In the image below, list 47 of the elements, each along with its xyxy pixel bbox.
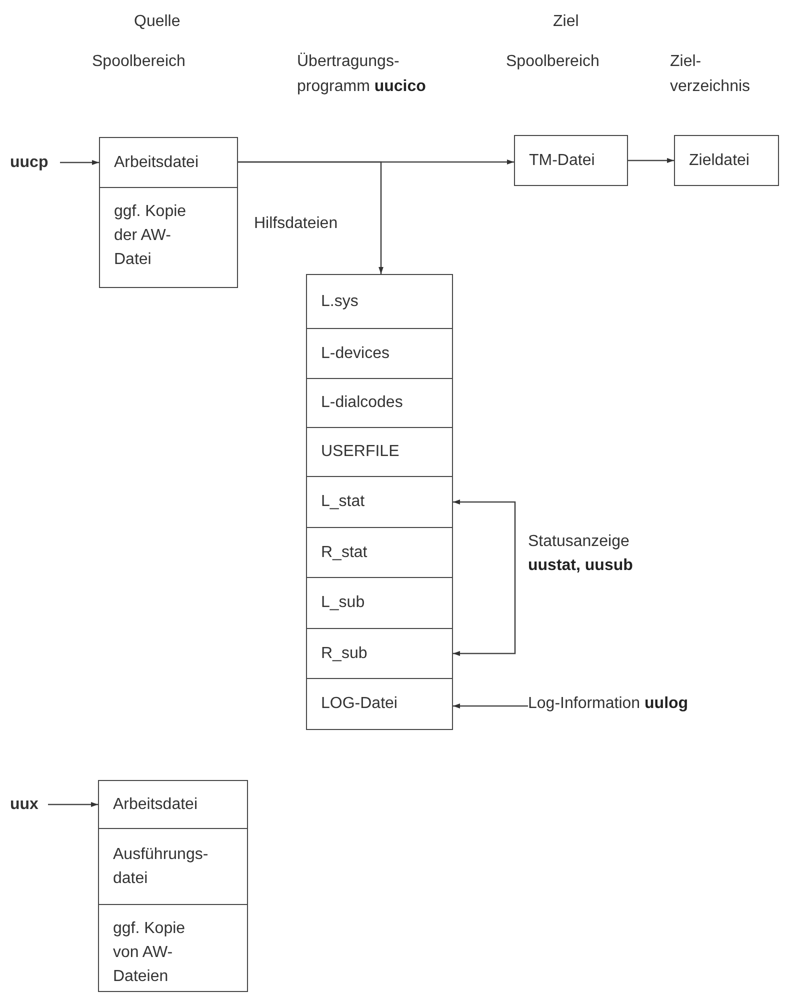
file-box: [306, 274, 453, 329]
file-name: L_stat: [321, 492, 365, 512]
column-heading: Spoolbereich: [92, 52, 186, 72]
file-box: [306, 628, 453, 679]
file-box: [98, 780, 248, 829]
file-name: LOG-Datei: [321, 694, 398, 714]
file-name: R_stat: [321, 542, 368, 562]
file-name: Arbeitsdatei: [113, 794, 198, 814]
file-name: L_sub: [321, 593, 365, 613]
file-box: [98, 904, 248, 992]
file-box: [306, 577, 453, 629]
file-name: ggf. Kopie von AW- Dateien: [113, 919, 186, 987]
arrow: [238, 161, 384, 274]
file-box: [674, 135, 779, 186]
file-name: TM-Datei: [529, 150, 595, 170]
file-box: [98, 828, 248, 905]
arrow: [453, 704, 528, 708]
column-heading: Quelle: [134, 12, 182, 32]
file-name: Arbeitsdatei: [114, 152, 198, 172]
file-box: [514, 135, 628, 186]
file-name: L.sys: [321, 292, 358, 312]
column-heading: Ziel: [553, 12, 580, 32]
program-name: uux: [10, 793, 38, 817]
column-heading: Spoolbereich: [506, 52, 600, 72]
file-name: R_sub: [321, 644, 368, 664]
info-text: Log-Information uulog: [528, 692, 688, 716]
file-box: [99, 137, 238, 188]
file-box: [306, 527, 453, 578]
file-name: L-devices: [321, 344, 390, 364]
program-name: uucp: [10, 151, 48, 175]
arrow: [628, 158, 674, 163]
file-box: [306, 678, 453, 730]
column-heading: Übertragungs- programm uucico: [297, 52, 427, 97]
file-name: ggf. Kopie der AW- Datei: [114, 202, 188, 270]
column-heading: Ziel- verzeichnis: [670, 52, 752, 97]
file-box: [99, 187, 238, 288]
file-box: [306, 328, 453, 379]
file-name: L-dialcodes: [321, 393, 403, 413]
file-name: Zieldatei: [689, 150, 750, 170]
arrow: [60, 160, 99, 165]
file-name: USERFILE: [321, 442, 400, 462]
arrow: [453, 500, 516, 656]
file-box: [306, 476, 453, 528]
file-name: Ausführungs- datei: [113, 844, 210, 888]
file-box: [306, 427, 453, 477]
arrow: [48, 802, 98, 807]
file-box: [306, 378, 453, 428]
